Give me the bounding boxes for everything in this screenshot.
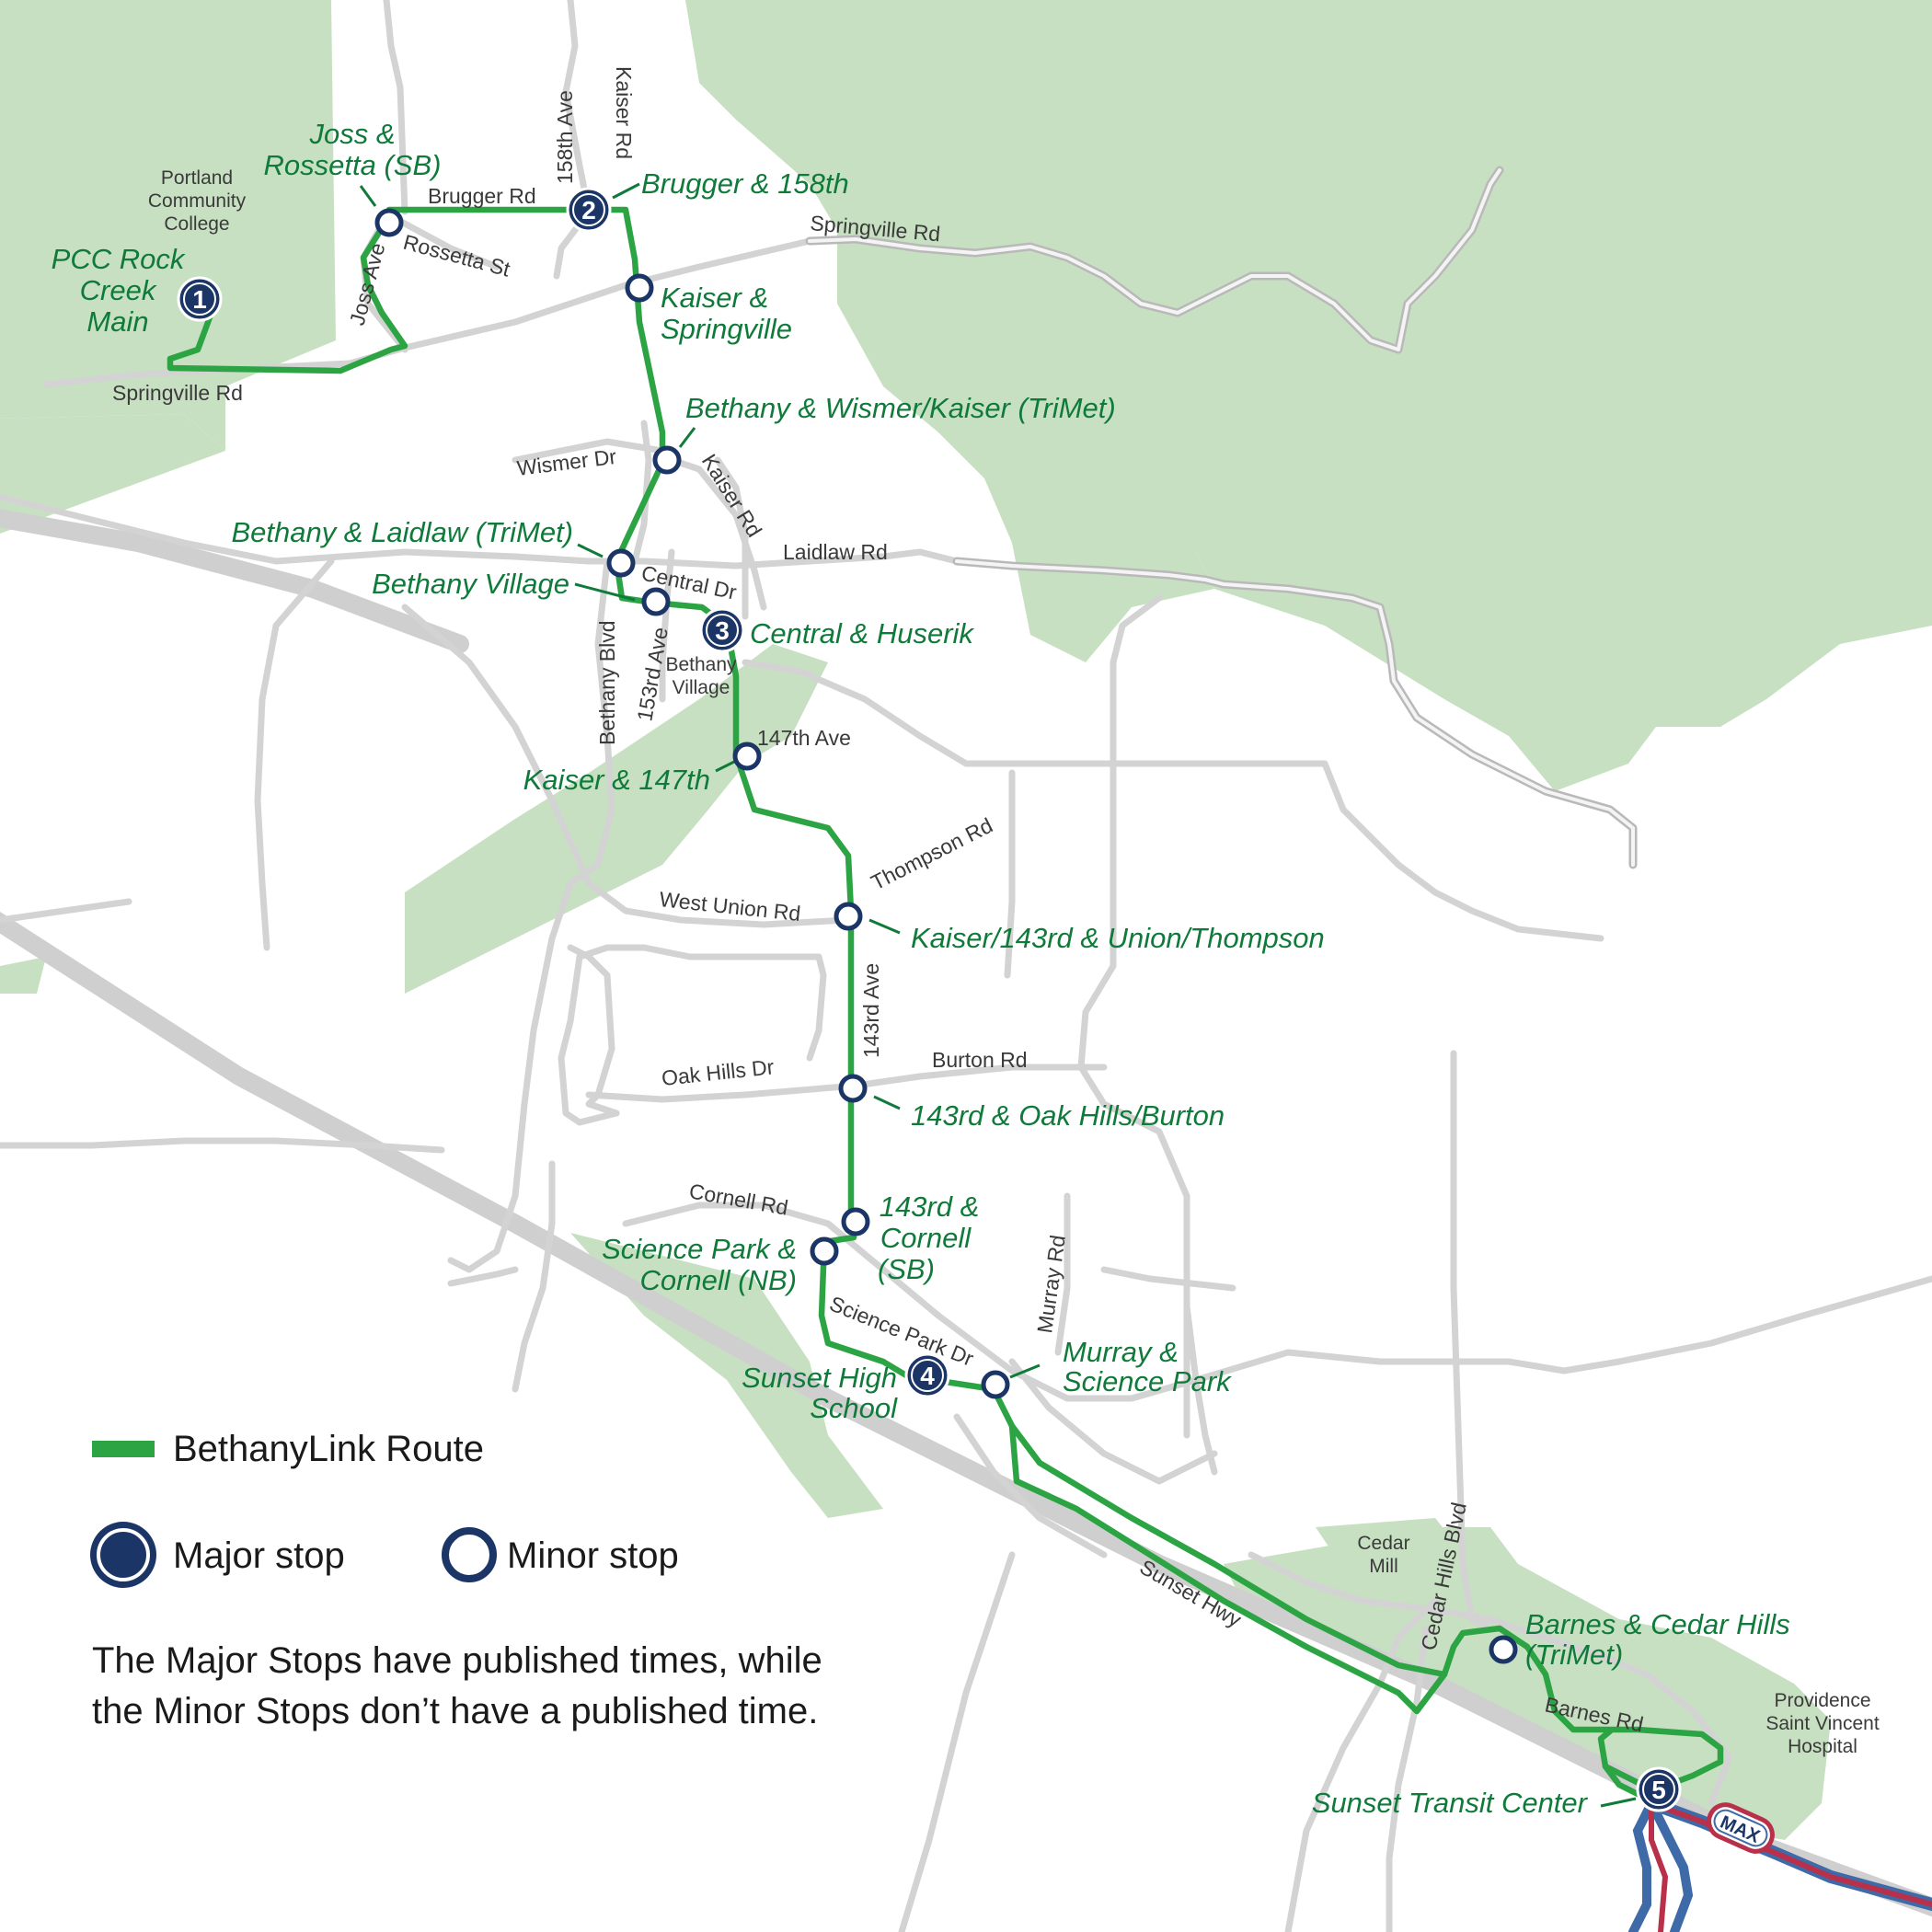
minor-stop-barnes-cedar-hills[interactable]: [1489, 1635, 1518, 1664]
stop-murray-label-line1: Murray &: [1063, 1336, 1179, 1368]
major-stop-4[interactable]: 4: [904, 1352, 950, 1398]
stop-4-label-line1: Sunset High: [742, 1362, 897, 1394]
minor-stop-143rd-oak-hills[interactable]: [838, 1074, 868, 1103]
street-143rd: 143rd Ave: [859, 963, 883, 1058]
major-stop-5[interactable]: 5: [1636, 1766, 1682, 1812]
minor-stop-143rd-cornell[interactable]: [841, 1207, 870, 1236]
major-stop-3[interactable]: 3: [699, 607, 745, 653]
stop-3-label: Central & Huserik: [750, 617, 974, 650]
stops: 1 2 3: [177, 187, 1682, 1812]
stop-3-number: 3: [715, 616, 730, 645]
legend-route-label: BethanyLink Route: [173, 1429, 484, 1469]
stop-143rd-cornell-line1: 143rd &: [880, 1190, 980, 1223]
place-providence-line1: Providence: [1774, 1690, 1870, 1711]
street-rossetta: Rossetta St: [401, 230, 513, 282]
stop-science-park-label-line2: Cornell (NB): [639, 1264, 797, 1296]
minor-stop-bethany-laidlaw[interactable]: [606, 548, 636, 578]
street-bethany-blvd: Bethany Blvd: [595, 620, 619, 745]
stop-5-label: Sunset Transit Center: [1312, 1787, 1589, 1819]
max-badge: MAX: [1707, 1802, 1775, 1854]
stop-143rd-cornell-line3: (SB): [878, 1253, 935, 1285]
stop-kaiser-springville-line2: Springville: [661, 313, 792, 345]
place-providence-line2: Saint Vincent: [1765, 1713, 1880, 1734]
place-providence-line3: Hospital: [1788, 1736, 1857, 1757]
stop-2-number: 2: [581, 196, 596, 224]
stop-143rd-oak-hills-label: 143rd & Oak Hills/Burton: [911, 1099, 1225, 1132]
bethanylink-route: [167, 206, 1724, 1798]
legend-note-line2: the Minor Stops don’t have a published t…: [92, 1691, 818, 1731]
stop-joss-label-line2: Rossetta (SB): [264, 149, 442, 181]
street-brugger: Brugger Rd: [428, 184, 536, 208]
leader-lines: [359, 182, 1637, 1808]
street-laidlaw: Laidlaw Rd: [783, 540, 888, 564]
stop-bethany-village-label: Bethany Village: [372, 568, 569, 600]
stop-2-label: Brugger & 158th: [641, 167, 849, 200]
place-pcc-line1: Portland: [161, 167, 233, 189]
street-thompson: Thompson Rd: [867, 813, 996, 895]
stop-labels: PCC Rock Creek Main Joss & Rossetta (SB)…: [52, 118, 1790, 1819]
legend-major-label: Major stop: [173, 1535, 345, 1576]
place-cedar-mill-line2: Mill: [1369, 1556, 1398, 1577]
minor-stop-murray-science-park[interactable]: [981, 1370, 1010, 1399]
minor-stop-science-park-cornell[interactable]: [810, 1236, 839, 1266]
minor-stop-bethany-wismer[interactable]: [652, 445, 682, 475]
street-oak-hills: Oak Hills Dr: [661, 1054, 776, 1090]
stop-murray-label-line2: Science Park: [1063, 1365, 1232, 1397]
stop-143rd-cornell-line2: Cornell: [880, 1222, 972, 1254]
stop-1-number: 1: [192, 285, 207, 314]
street-158th: 158th Ave: [553, 90, 577, 184]
stop-kaiser-springville-line1: Kaiser &: [661, 282, 768, 314]
minor-stop-joss-rossetta[interactable]: [374, 208, 404, 237]
stop-4-number: 4: [920, 1362, 935, 1390]
street-kaiser-mid: Kaiser Rd: [697, 450, 767, 541]
stop-science-park-label-line1: Science Park &: [602, 1233, 797, 1265]
stop-1-label-line3: Main: [86, 305, 148, 338]
stop-4-label-line2: School: [810, 1392, 898, 1424]
stop-kaiser-union-label: Kaiser/143rd & Union/Thompson: [911, 922, 1325, 954]
street-cornell: Cornell Rd: [687, 1179, 790, 1219]
major-stop-1[interactable]: 1: [177, 276, 223, 322]
place-bethany-village-line1: Bethany: [665, 654, 737, 675]
legend-minor-swatch: [442, 1527, 497, 1582]
minor-stop-kaiser-springville[interactable]: [625, 273, 654, 303]
stop-1-label-line1: PCC Rock: [52, 243, 186, 275]
stop-1-label-line2: Creek: [80, 274, 157, 306]
max-light-rail: MAX: [1628, 1797, 1932, 1932]
major-stop-2[interactable]: 2: [566, 187, 612, 233]
stop-kaiser-147th-label: Kaiser & 147th: [523, 764, 710, 796]
stop-barnes-label-line1: Barnes & Cedar Hills: [1525, 1608, 1790, 1640]
stop-5-number: 5: [1651, 1776, 1666, 1804]
street-springville-west: Springville Rd: [112, 381, 243, 405]
minor-stop-kaiser-147th[interactable]: [732, 742, 762, 771]
street-burton: Burton Rd: [932, 1048, 1028, 1072]
legend-major-swatch: [90, 1522, 156, 1588]
stop-joss-label-line1: Joss &: [308, 118, 395, 150]
stop-bethany-laidlaw-label: Bethany & Laidlaw (TriMet): [231, 516, 573, 548]
street-kaiser-north: Kaiser Rd: [612, 66, 636, 159]
street-wismer: Wismer Dr: [515, 444, 617, 480]
street-147th: 147th Ave: [757, 726, 851, 750]
place-pcc-line2: Community: [148, 190, 247, 212]
legend-minor-label: Minor stop: [507, 1535, 679, 1576]
place-bethany-village-line2: Village: [673, 677, 730, 698]
place-pcc-line3: College: [164, 213, 229, 235]
legend-note-line1: The Major Stops have published times, wh…: [92, 1640, 822, 1681]
minor-stop-kaiser-union[interactable]: [834, 902, 863, 931]
stop-barnes-label-line2: (TriMet): [1525, 1639, 1623, 1671]
stop-bethany-wismer-label: Bethany & Wismer/Kaiser (TriMet): [685, 392, 1116, 424]
legend-route-swatch: [92, 1441, 155, 1457]
legend: BethanyLink Route Major stop Minor stop …: [90, 1429, 822, 1731]
minor-stop-bethany-village[interactable]: [641, 587, 671, 616]
place-cedar-mill-line1: Cedar: [1357, 1533, 1409, 1554]
place-labels: Portland Community College Bethany Villa…: [148, 167, 1880, 1757]
